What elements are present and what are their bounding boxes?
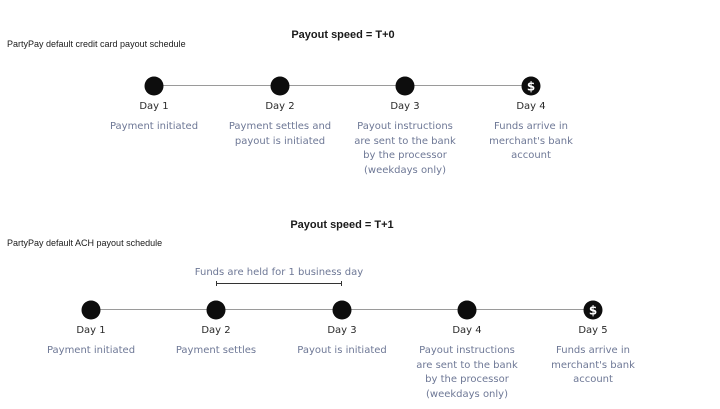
dollar-icon: $ bbox=[583, 300, 603, 320]
t1-speed-title: Payout speed = T+1 bbox=[290, 219, 394, 231]
t0-step-1-description: Payment initiated bbox=[109, 121, 199, 132]
t1-schedule-label: PartyPay default ACH payout schedule bbox=[7, 238, 163, 248]
t0-step-1-day: Day 1 bbox=[139, 101, 169, 112]
t0-step-4-description: Funds arrive in merchant's bank account bbox=[489, 121, 573, 161]
t0-step-3-dot bbox=[395, 76, 415, 96]
held-bracket-right-tick bbox=[341, 281, 342, 286]
dollar-icon: $ bbox=[521, 76, 541, 96]
t0-step-3-day: Day 3 bbox=[390, 101, 420, 112]
t0-step-2-description: Payment settles and payout is initiated bbox=[228, 121, 332, 147]
t0-step-2-day: Day 2 bbox=[265, 101, 295, 112]
t0-speed-title: Payout speed = T+0 bbox=[291, 29, 395, 41]
t1-step-2-description: Payment settles bbox=[175, 345, 257, 356]
t1-step-2-day: Day 2 bbox=[201, 325, 231, 336]
t1-step-3-dot bbox=[332, 300, 352, 320]
t1-step-1-day: Day 1 bbox=[76, 325, 106, 336]
t1-step-5-day: Day 5 bbox=[578, 325, 608, 336]
t1-step-3-day: Day 3 bbox=[327, 325, 357, 336]
t0-step-2-dot bbox=[270, 76, 290, 96]
t1-step-3-description: Payout is initiated bbox=[297, 345, 387, 356]
held-duration-bracket bbox=[216, 283, 342, 284]
t1-step-4-description: Payout instructions are sent to the bank… bbox=[416, 345, 518, 400]
t1-step-4-day: Day 4 bbox=[452, 325, 482, 336]
t1-step-4-dot bbox=[457, 300, 477, 320]
t0-step-3-description: Payout instructions are sent to the bank… bbox=[354, 121, 456, 176]
t1-step-2-dot bbox=[206, 300, 226, 320]
t0-schedule-label: PartyPay default credit card payout sche… bbox=[7, 39, 186, 49]
t1-step-5-description: Funds arrive in merchant's bank account bbox=[551, 345, 635, 385]
t0-step-4-day: Day 4 bbox=[516, 101, 546, 112]
t1-step-1-dot bbox=[81, 300, 101, 320]
held-duration-label: Funds are held for 1 business day bbox=[194, 267, 364, 278]
t1-step-1-description: Payment initiated bbox=[46, 345, 136, 356]
t0-step-1-dot bbox=[144, 76, 164, 96]
t0-timeline-line bbox=[154, 85, 531, 86]
held-bracket-left-tick bbox=[216, 281, 217, 286]
